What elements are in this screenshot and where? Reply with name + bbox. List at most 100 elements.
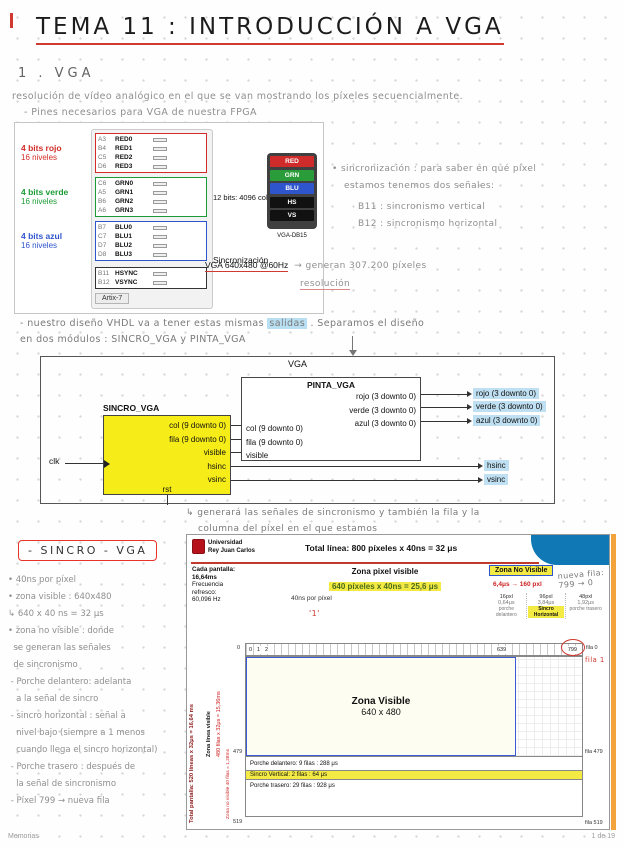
signal-name: RED2 <box>115 154 133 161</box>
green-bits-title: 4 bits verde <box>21 187 69 197</box>
resistor-icon <box>153 271 167 276</box>
bullet-line: - sincro horizontal : señal a <box>8 711 126 721</box>
header-rule <box>191 562 539 564</box>
bullet-line: ↳ 640 x 40 ns = 32 μs <box>8 609 104 619</box>
university-shield-icon <box>192 539 205 554</box>
porch-px: 16pxl <box>499 594 513 600</box>
connector-green-chip: GRN <box>270 169 314 181</box>
section-heading-vga: 1 . VGA <box>18 66 95 81</box>
bullet-line: • zona no visible : donde <box>8 626 115 636</box>
footer-left: Memorias <box>8 833 39 840</box>
porch-front-cell: 16pxl 0,64μs porche delantero <box>487 593 526 619</box>
sync-note-line2: estamos tenemos dos señales: <box>344 181 495 191</box>
zona-visible-box: Zona Visible 640 x 480 <box>246 657 516 756</box>
signal-name: GRN2 <box>115 198 134 205</box>
pin-number: C6 <box>98 180 107 187</box>
vga-block-diagram: VGA SINCRO_VGA col (9 downto 0) fila (9 … <box>40 356 555 505</box>
azul-wire <box>421 421 467 423</box>
bullet-line: - Píxel 799 → nueva fila <box>8 796 110 806</box>
university-name-line1: Universidad <box>208 540 243 546</box>
porch-table: 16pxl 0,64μs porche delantero 96pxl 3,84… <box>487 593 605 619</box>
ext-rojo-label: rojo (3 downto 0) <box>473 388 540 399</box>
signal-visible: visible <box>203 448 226 458</box>
screen-info-line: 60,096 Hz <box>192 596 221 603</box>
row-label-479: 479 <box>233 749 243 755</box>
verde-arrow-icon <box>467 404 472 410</box>
resistor-icon <box>153 252 167 257</box>
signal-name: GRN1 <box>115 189 134 196</box>
design-note-highlight: salidas <box>267 318 308 329</box>
screen-info-line: Frecuencia <box>192 581 224 588</box>
porch-time: 1,92μs <box>577 600 594 606</box>
resistor-icon <box>153 225 167 230</box>
signal-col: col (9 downto 0) <box>169 421 226 430</box>
ruler-number: 0 <box>248 646 254 654</box>
design-note-line2: en dos módulos : SINCRO_VGA y PINTA_VGA <box>20 334 246 345</box>
zona-visible-size: 640 x 480 <box>361 707 401 717</box>
rojo-arrow-icon <box>467 391 472 397</box>
bullet-line: a la señal de sincro <box>8 694 99 704</box>
vga-connector: RED GRN BLU HS VS <box>267 153 317 229</box>
bullet-line: • 40ns por píxel <box>8 575 76 585</box>
pin-row: C7 BLU1 <box>98 232 204 241</box>
connector-name-label: VGA-DB15 <box>277 233 307 239</box>
visible-zone-header: Zona pixel visible 640 píxeles x 40ns = … <box>287 567 483 594</box>
vga-mode-note: → generan 307.200 píxeles <box>294 261 427 271</box>
signal-visible-in: visible <box>246 451 269 461</box>
porch-px: 96pxl <box>539 594 553 600</box>
signal-col-in: col (9 downto 0) <box>246 424 303 433</box>
azul-arrow-icon <box>467 418 472 424</box>
porch-time: 0,64μs <box>498 600 515 606</box>
pinta-output-list: rojo (3 downto 0) verde (3 downto 0) azu… <box>349 390 416 431</box>
blue-bits-label: 4 bits azul 16 niveles <box>21 231 62 250</box>
vsinc-wire <box>231 480 478 482</box>
novisible-zone-value: 6,4μs → 160 pxl <box>493 581 542 588</box>
board-name-label: Artix-7 <box>95 293 130 304</box>
total-pantalla-label: Total pantalla: 520 líneas x 32μs = 16,6… <box>189 704 195 823</box>
porch-back-cell: 48pxl 1,92μs porche trasero <box>565 593 605 619</box>
resistor-icon <box>153 146 167 151</box>
red-bits-levels: 16 niveles <box>21 153 58 162</box>
green-bits-label: 4 bits verde 16 niveles <box>21 187 68 206</box>
pin-number: A5 <box>98 189 106 196</box>
connector-vs-chip: VS <box>270 210 314 221</box>
handwritten-fila1: fila 1 <box>585 656 605 664</box>
green-bits-levels: 16 niveles <box>21 197 58 206</box>
pin-number: B11 <box>98 270 110 277</box>
signal-name: GRN3 <box>115 207 134 214</box>
sync-note-line1: • sincronización : para saber en qué píx… <box>332 164 537 174</box>
signal-name: RED1 <box>115 145 133 152</box>
bullet-line: - Porche trasero : después de <box>8 762 136 772</box>
row-label-0: 0 <box>237 645 241 651</box>
signal-fila: fila (9 downto 0) <box>169 434 226 444</box>
ext-vsinc-label: vsinc <box>484 474 509 485</box>
signal-name: BLU0 <box>115 224 132 231</box>
university-name-line2: Rey Juan Carlos <box>208 548 256 554</box>
screen-info: Cada pantalla: 16,64ms Frecuencia refres… <box>192 566 282 604</box>
ext-azul-label: azul (3 downto 0) <box>473 415 541 426</box>
clk-label: clk <box>49 456 60 466</box>
vertical-blanking-rows: Porche delantero: 9 filas : 288 μs Sincr… <box>245 757 583 817</box>
pin-number: B12 <box>98 279 110 286</box>
design-note-pre: - nuestro diseño VHDL va a tener estas m… <box>20 318 268 329</box>
signal-name: RED3 <box>115 163 133 170</box>
visible-zone-title: Zona pixel visible <box>351 567 419 576</box>
pin-number: A6 <box>98 207 106 214</box>
signal-rojo: rojo (3 downto 0) <box>355 392 416 401</box>
porch-time: 3,84μs <box>537 600 555 606</box>
red-bits-label: 4 bits rojo 16 niveles <box>21 143 62 162</box>
resistor-icon <box>153 199 167 204</box>
porch-sync-cell: 96pxl 3,84μs Sincro Horizontal <box>525 593 566 619</box>
resistor-icon <box>153 234 167 239</box>
sincro-bullet-list: • 40ns por píxel • zona visible : 640x48… <box>8 572 188 810</box>
row-label-519: 519 <box>233 819 243 825</box>
pin-number: C7 <box>98 233 107 240</box>
signal-name: BLU1 <box>115 233 132 240</box>
